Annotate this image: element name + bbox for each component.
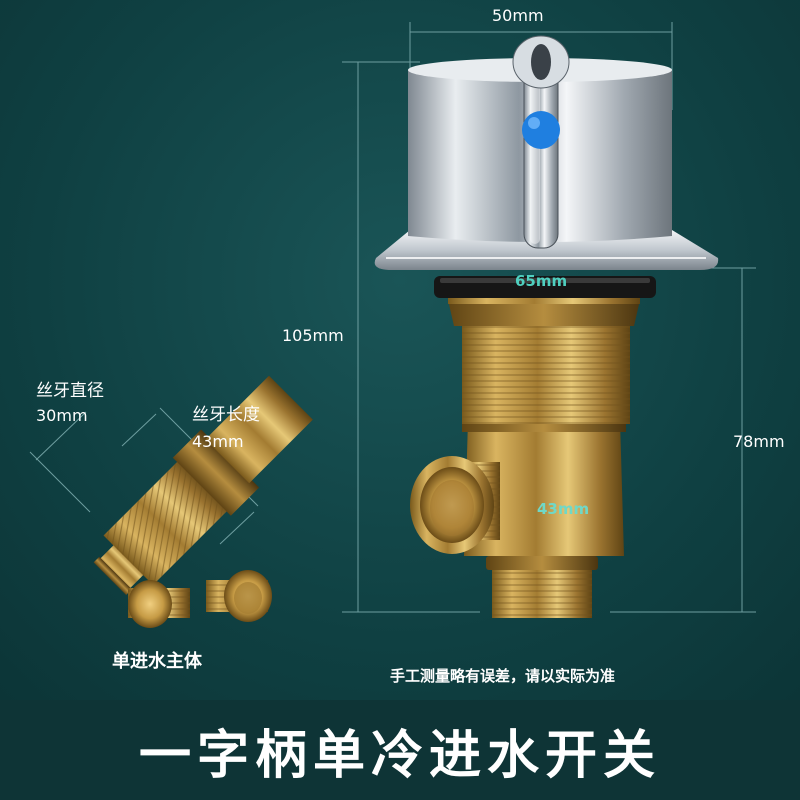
body-height-dimension: 78mm [733,432,785,451]
side-part-outlets [128,570,272,628]
flange-width-dimension: 65mm [515,272,568,290]
measurement-disclaimer: 手工测量略有误差，请以实际为准 [390,667,616,685]
thread-length-value: 43mm [192,432,244,451]
top-width-dimension: 50mm [492,6,544,25]
thread-diameter-value: 30mm [36,406,88,425]
single-inlet-body-part [93,375,313,595]
body-part-caption: 单进水主体 [112,651,202,672]
headline-bar [0,700,800,800]
thread-diameter-title: 丝牙直径 [36,381,104,401]
side-inlet [410,456,500,554]
total-height-dimension: 105mm [282,326,344,345]
outlet-width-dimension: 43mm [537,500,590,518]
main-valve [374,35,719,618]
cold-indicator-icon [522,111,560,149]
thread-length-title: 丝牙长度 [192,405,260,425]
product-headline: 一字柄单冷进水开关 [138,725,661,786]
